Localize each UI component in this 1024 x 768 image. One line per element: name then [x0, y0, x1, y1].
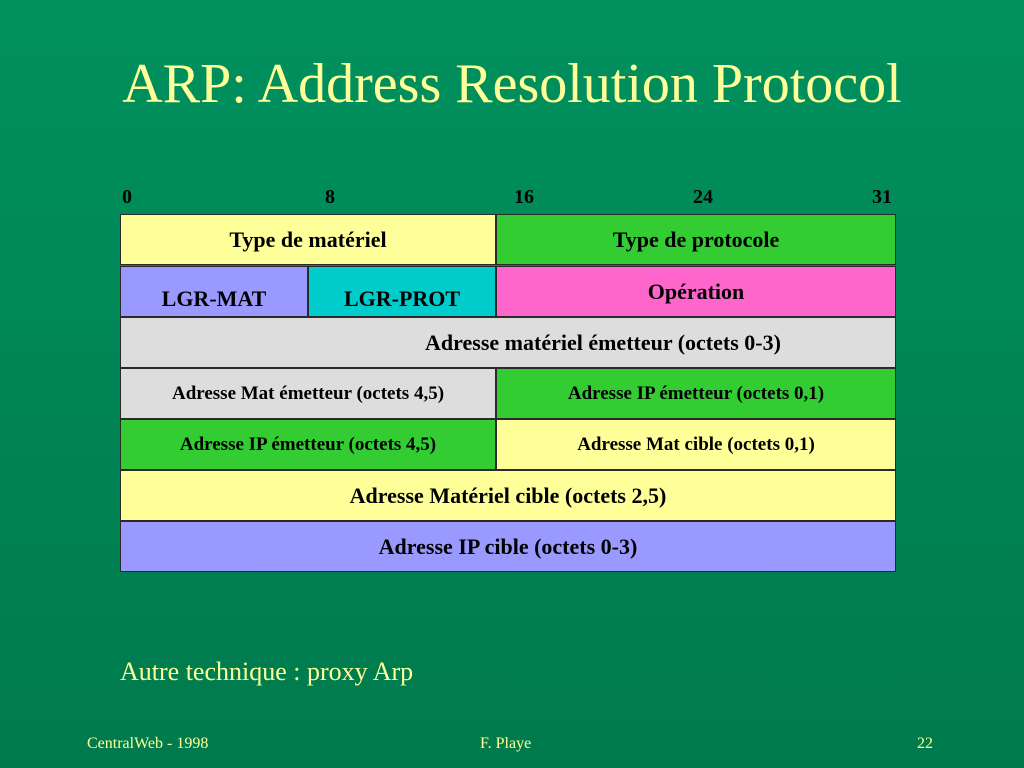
footer-page-number: 22	[917, 735, 933, 752]
field-adresse-mat-cible-0-1: Adresse Mat cible (octets 0,1)	[496, 419, 896, 470]
footer-left: CentralWeb - 1998	[87, 735, 209, 752]
slide-title: ARP: Address Resolution Protocol	[122, 53, 902, 115]
field-type-protocole: Type de protocole	[496, 214, 896, 265]
field-adresse-materiel-cible-2-5: Adresse Matériel cible (octets 2,5)	[120, 470, 896, 521]
bit-marker-31: 31	[872, 186, 892, 208]
field-adresse-ip-cible-0-3: Adresse IP cible (octets 0-3)	[120, 521, 896, 572]
field-operation: Opération	[496, 266, 896, 317]
bit-marker-24: 24	[693, 186, 713, 208]
footer-author: F. Playe	[480, 735, 532, 752]
field-type-materiel: Type de matériel	[120, 214, 496, 265]
bit-marker-8: 8	[325, 186, 335, 208]
bit-marker-0: 0	[122, 186, 132, 208]
note-proxy-arp: Autre technique : proxy Arp	[120, 657, 414, 686]
field-adresse-materiel-emetteur-0-3: Adresse matériel émetteur (octets 0-3)	[120, 317, 896, 368]
bit-marker-16: 16	[514, 186, 534, 208]
field-adresse-mat-emetteur-4-5: Adresse Mat émetteur (octets 4,5)	[120, 368, 496, 419]
field-lgr-prot: LGR-PROT	[308, 266, 496, 317]
field-lgr-mat: LGR-MAT	[120, 266, 308, 317]
field-adresse-ip-emetteur-0-1: Adresse IP émetteur (octets 0,1)	[496, 368, 896, 419]
field-adresse-ip-emetteur-4-5: Adresse IP émetteur (octets 4,5)	[120, 419, 496, 470]
